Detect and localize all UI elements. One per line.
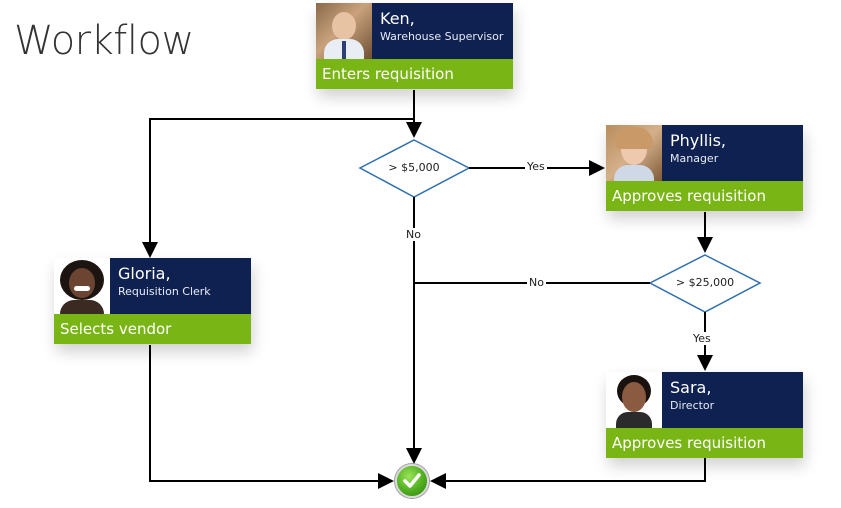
gloria-action: Selects vendor <box>54 314 251 344</box>
decision1-no-label: No <box>404 228 423 241</box>
ken-name: Ken, <box>380 9 415 28</box>
edge-gloria-to-end <box>149 345 394 489</box>
check-circle-icon <box>395 464 429 498</box>
decision1-yes-label: Yes <box>525 160 547 173</box>
card-sara: Sara, Director Approves requisition <box>606 372 803 458</box>
gloria-role: Requisition Clerk <box>118 285 211 298</box>
ken-role: Warehouse Supervisor <box>380 30 504 43</box>
ken-action: Enters requisition <box>316 59 513 89</box>
phyllis-name: Phyllis, <box>670 131 727 150</box>
decision2-label: > $25,000 <box>675 276 735 289</box>
sara-name: Sara, <box>670 378 712 397</box>
decision1-label: > $5,000 <box>388 161 440 174</box>
avatar-gloria <box>54 258 110 314</box>
edge-ken-to-gloria <box>142 118 414 258</box>
gloria-name: Gloria, <box>118 264 171 283</box>
phyllis-action: Approves requisition <box>606 181 803 211</box>
avatar-phyllis <box>606 125 662 181</box>
avatar-sara <box>606 372 662 428</box>
card-gloria: Gloria, Requisition Clerk Selects vendor <box>54 258 251 344</box>
avatar-ken <box>316 3 372 59</box>
sara-role: Director <box>670 399 715 412</box>
phyllis-role: Manager <box>670 152 719 165</box>
decision2-yes-label: Yes <box>691 332 713 345</box>
card-ken: Ken, Warehouse Supervisor Enters requisi… <box>316 3 513 89</box>
card-phyllis: Phyllis, Manager Approves requisition <box>606 125 803 211</box>
page-title: Workflow <box>14 18 194 64</box>
sara-action: Approves requisition <box>606 428 803 458</box>
decision2-no-label: No <box>527 276 546 289</box>
edge-sara-to-end <box>430 458 706 489</box>
